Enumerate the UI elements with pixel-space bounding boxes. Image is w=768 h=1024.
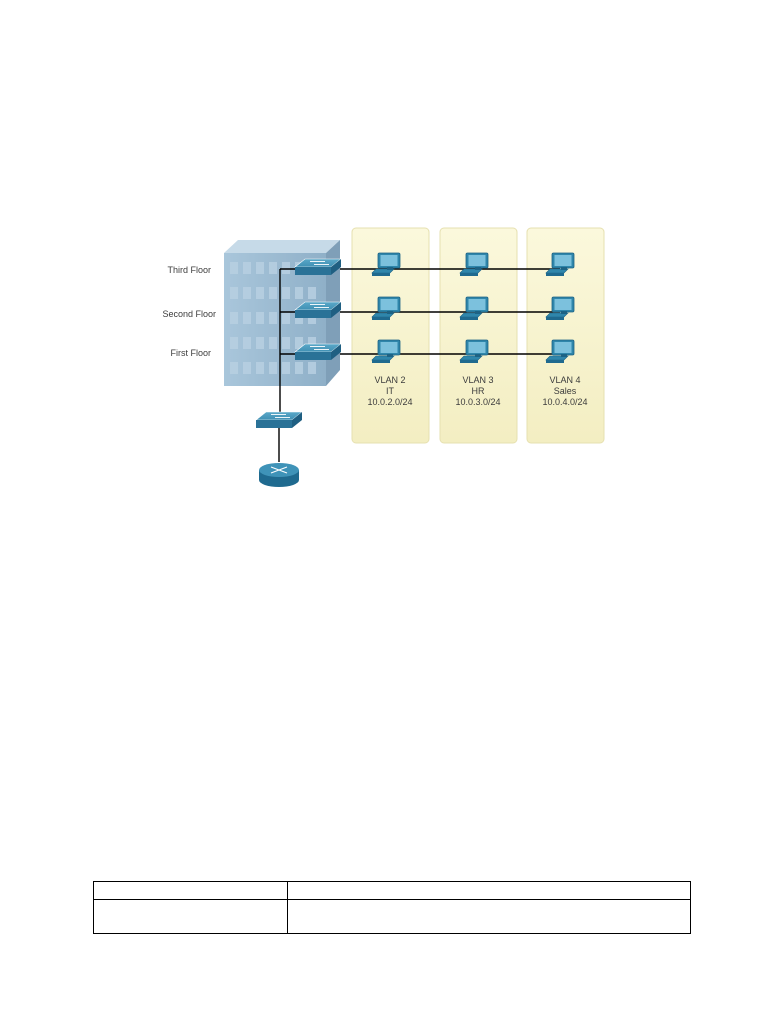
table-cell <box>287 881 691 900</box>
vlan-subnet: 10.0.4.0/24 <box>542 397 587 407</box>
vlan-name: HR <box>472 386 485 396</box>
table-row <box>93 899 691 934</box>
floor-label-first: First Floor <box>171 348 212 358</box>
vlan-panel-sales <box>526 227 605 444</box>
table-cell <box>93 881 288 900</box>
vlan-label-it: VLAN 2 IT 10.0.2.0/24 <box>367 375 412 407</box>
table-cell <box>287 899 691 934</box>
vlan-id: VLAN 3 <box>462 375 493 385</box>
vlan-subnet: 10.0.3.0/24 <box>455 397 500 407</box>
vlan-panel-hr <box>439 227 518 444</box>
vlan-subnet: 10.0.2.0/24 <box>367 397 412 407</box>
vlan-id: VLAN 2 <box>374 375 405 385</box>
vlan-panel-it <box>351 227 430 444</box>
floor-label-third: Third Floor <box>167 265 211 275</box>
vlan-name: Sales <box>554 386 577 396</box>
floor-label-second: Second Floor <box>162 309 216 319</box>
vlan-label-hr: VLAN 3 HR 10.0.3.0/24 <box>455 375 500 407</box>
blank-table <box>93 881 691 934</box>
vlan-name: IT <box>386 386 395 396</box>
table-cell <box>93 899 288 934</box>
vlan-label-sales: VLAN 4 Sales 10.0.4.0/24 <box>542 375 587 407</box>
vlan-id: VLAN 4 <box>549 375 580 385</box>
network-links <box>278 268 560 462</box>
router-icon <box>259 463 299 487</box>
table-row <box>93 881 691 900</box>
